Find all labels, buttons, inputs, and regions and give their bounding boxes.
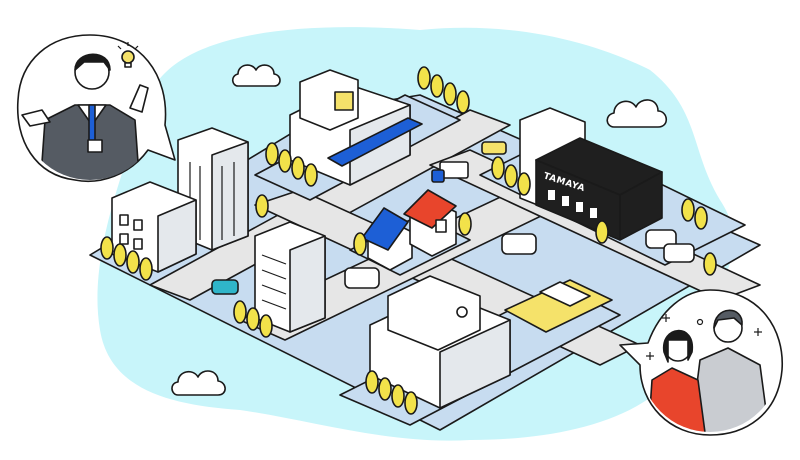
van-white (344, 267, 380, 289)
house-red-roof (403, 189, 457, 257)
house-blue-roof (361, 207, 413, 271)
cloud-icon (606, 99, 668, 128)
sparkle-icon (646, 314, 762, 360)
office-tower-center (254, 221, 326, 333)
office-building-north (289, 69, 423, 186)
cloud-icon (171, 370, 226, 396)
bubble-businessman (16, 34, 176, 182)
bubble-couple (619, 289, 783, 436)
lightbulb-icon (117, 42, 139, 68)
truck-blue (431, 161, 469, 183)
store-building: TAMAYA (519, 107, 663, 241)
car-teal (211, 279, 239, 295)
van-white (645, 229, 695, 263)
van-white (501, 233, 537, 255)
clock-icon (456, 306, 468, 318)
vehicles (211, 141, 695, 295)
station-building (369, 275, 613, 409)
car-yellow (481, 141, 507, 155)
trees (100, 66, 717, 415)
cloud-icon (231, 64, 281, 87)
